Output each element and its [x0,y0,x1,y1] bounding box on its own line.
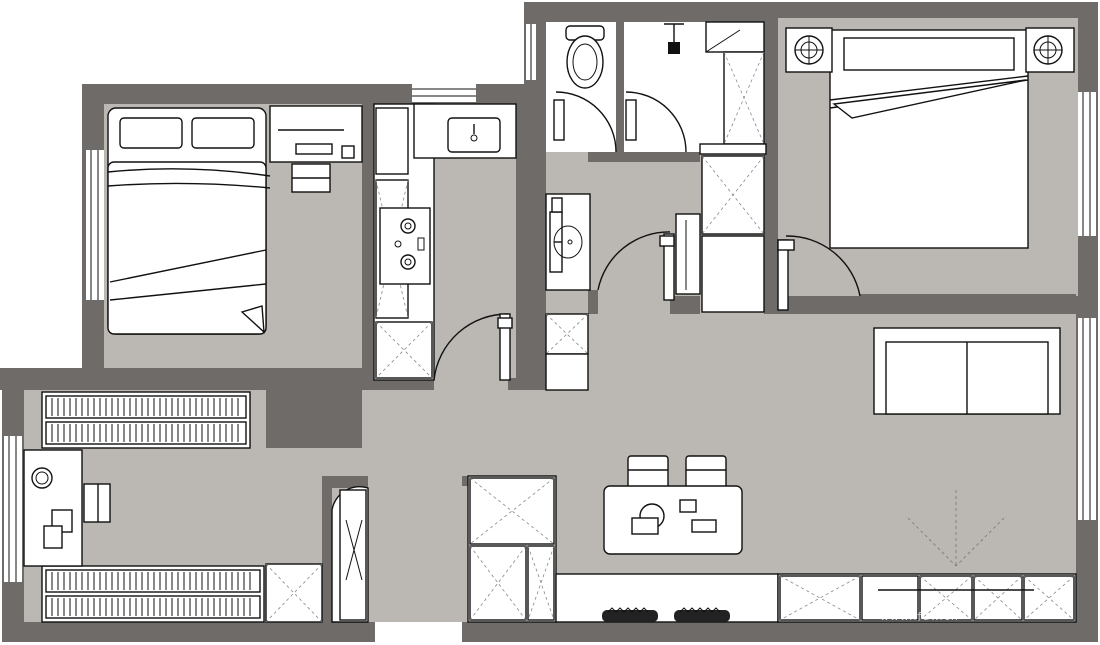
door-kitchen [433,313,513,381]
dining-chairs [627,455,727,489]
door-master [777,235,861,311]
cooktop [379,207,431,285]
hall-cabinet [675,213,701,295]
bath-cabinet [545,313,589,391]
study-cabinet [265,563,323,623]
window-kitchen [412,84,476,102]
sofa [873,327,1061,415]
dining-table [603,485,743,555]
nightstands [785,27,1075,73]
bookshelf-top [41,391,251,449]
bed-master [829,29,1029,249]
bed-secondary [107,107,271,335]
washbasin [545,193,591,291]
bathroom-doors [553,91,687,153]
linen-cabinet [699,21,767,313]
window-study [4,436,22,582]
bookshelf-bottom [41,565,265,623]
entry-cabinet [467,475,557,623]
toilet [565,25,605,89]
windows [4,24,1096,582]
window-left-bedroom [86,150,104,300]
window-bathroom [526,24,536,80]
door-study [331,486,369,623]
kitchen-top [413,103,517,159]
study-desk [23,449,111,567]
door-bathroom [597,231,675,301]
shower [664,23,684,54]
window-master-bedroom [1078,92,1096,236]
watermark: www.ifuw.cn [880,610,959,623]
tv-cabinet [777,573,1077,623]
shoe-bench [555,573,779,623]
desk-secondary [269,105,363,193]
window-living [1078,318,1096,520]
ceiling-lamp [907,490,1005,567]
